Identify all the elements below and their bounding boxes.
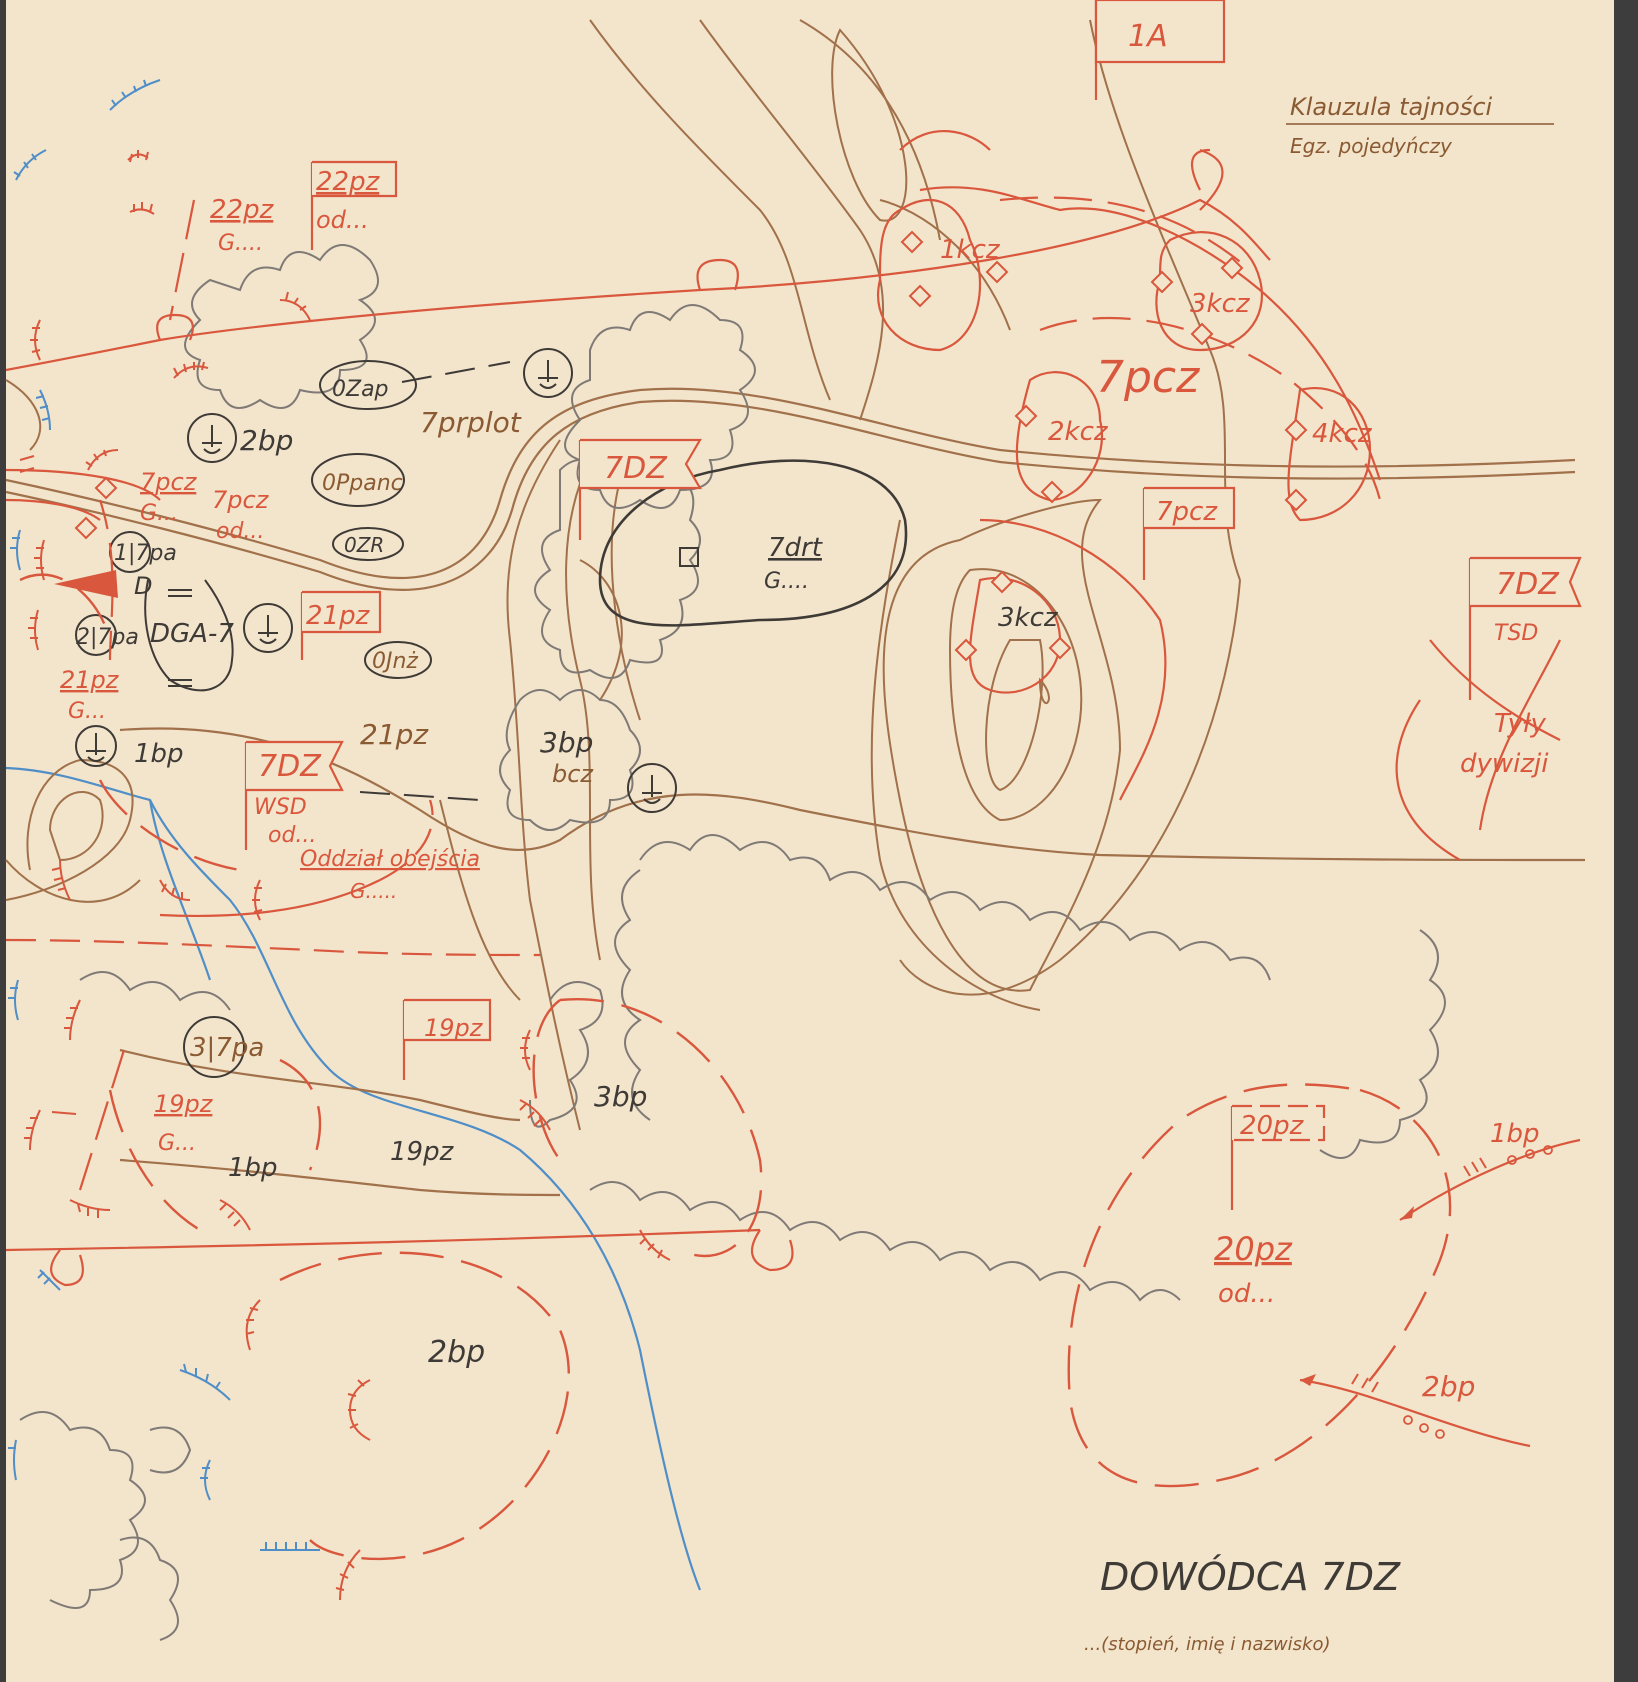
west-arrow (54, 570, 118, 598)
copy-label: Egz. pojedyńczy (1290, 134, 1453, 158)
label-2-7pa: 2|7pa (76, 625, 139, 650)
label-7prplot: 7prplot (420, 406, 522, 439)
unit-areas (19, 573, 1452, 1561)
label-3bp-bcz-top: 3bp (540, 726, 593, 759)
label-21pz-g-bottom: G... (68, 699, 106, 724)
label-0jnz: 0Jnż (372, 649, 418, 674)
label-7pcz-g-bottom: G... (140, 501, 178, 526)
label-3bp-bcz-bottom: bcz (552, 760, 594, 788)
flag-7dz-right: 7DZ (1496, 567, 1560, 602)
label-3-7pa: 3|7pa (190, 1033, 264, 1063)
label-wsd-od: od... (268, 823, 316, 848)
label-d: D (134, 572, 152, 600)
label-0zr: 0ZR (344, 533, 384, 557)
flag-7pcz: 7pcz (1156, 497, 1218, 527)
footer: DOWÓDCA 7DZ ...(stopień, imię i nazwisko… (1084, 1555, 1401, 1655)
header: Klauzula tajności Egz. pojedyńczy (1286, 93, 1554, 158)
commander-title: DOWÓDCA 7DZ (1100, 1555, 1401, 1599)
1bp-arrow (1399, 1138, 1581, 1221)
signature-hint: ...(stopień, imię i nazwisko) (1084, 1634, 1331, 1655)
anchor-symbols (86, 360, 662, 804)
label-4kcz: 4kcz (1312, 419, 1373, 449)
blue-trench-marks (8, 79, 320, 1551)
classification-label: Klauzula tajności (1290, 93, 1493, 121)
label-7drt-bottom: G.... (764, 569, 809, 594)
flag-poles (78, 0, 1582, 1210)
label-21pz-road: 21pz (360, 718, 429, 751)
unit-boundaries (5, 186, 1561, 1287)
label-tyly-bottom: dywizji (1460, 749, 1549, 779)
label-2bp-nw: 2bp (240, 424, 293, 457)
2bp-arrow (1299, 1378, 1531, 1448)
label-22pz-g-top: 22pz (210, 195, 275, 225)
label-22pz-od: od... (316, 206, 369, 234)
label-21pz-g-top: 21pz (60, 666, 120, 694)
label-3kcz-center: 3kcz (998, 603, 1059, 633)
flag-20pz: 20pz (1240, 1111, 1305, 1141)
label-7pcz-g-top: 7pcz (140, 468, 198, 496)
label-20pz-od-top: 20pz (1214, 1230, 1293, 1268)
label-7pcz-big: 7pcz (1096, 352, 1200, 403)
flag-7dz-center: 7DZ (604, 451, 668, 486)
label-19pz-road: 19pz (390, 1137, 455, 1167)
flag-labels: 1A 22pz 7DZ 7pcz 7DZ 21pz 7DZ 19pz 20pz (258, 19, 1560, 1141)
label-tsd: TSD (1494, 621, 1538, 646)
label-1bp-sw: 1bp (228, 1153, 278, 1183)
flag-7dz-left: 7DZ (258, 749, 322, 784)
label-19pz-g-bottom: G... (158, 1131, 196, 1156)
label-7pcz-od-top: 7pcz (212, 486, 270, 514)
label-obejscia-bottom: G..... (350, 879, 397, 903)
label-1-7pa: 1|7pa (114, 541, 177, 566)
label-3bp-s: 3bp (594, 1080, 647, 1113)
flag-army: 1A (1128, 19, 1168, 54)
label-19pz-g-top: 19pz (154, 1090, 214, 1118)
label-0zap: 0Zap (332, 377, 389, 402)
label-dga7: DGA-7 (150, 619, 234, 649)
river (5, 766, 702, 1591)
unit-labels: 22pz G.... od... 7pcz G... 7pcz od... 21… (60, 195, 1549, 1403)
label-1kcz: 1kcz (940, 235, 1001, 265)
label-2bp-s: 2bp (428, 1335, 485, 1370)
flag-21pz: 21pz (306, 601, 371, 631)
label-7drt-top: 7drt (768, 533, 823, 563)
trench-marks (24, 150, 671, 1601)
label-2bp-se: 2bp (1422, 1370, 1475, 1403)
map-paper (6, 0, 1614, 1682)
main-roads (5, 387, 1586, 1197)
flag-19pz: 19pz (424, 1014, 484, 1042)
forest-edges (19, 244, 1446, 1641)
label-obejscia-top: Oddział obejścia (300, 847, 480, 872)
attack-arrows (19, 455, 1581, 1448)
label-3kcz-ne: 3kcz (1190, 289, 1251, 319)
label-20pz-od-bottom: od... (1218, 1279, 1275, 1309)
label-tyly-top: Tyły (1494, 709, 1546, 739)
label-1bp-se: 1bp (1490, 1119, 1540, 1149)
diamond-markers (74, 230, 1308, 662)
label-1bp-w: 1bp (134, 739, 184, 769)
label-7pcz-od-bottom: od... (216, 519, 264, 544)
label-0ppanc: 0Ppanc (322, 471, 403, 496)
label-wsd: WSD (254, 795, 307, 820)
flag-22pz: 22pz (316, 167, 381, 197)
label-22pz-g-bottom: G.... (218, 231, 263, 256)
label-2kcz: 2kcz (1048, 417, 1109, 447)
